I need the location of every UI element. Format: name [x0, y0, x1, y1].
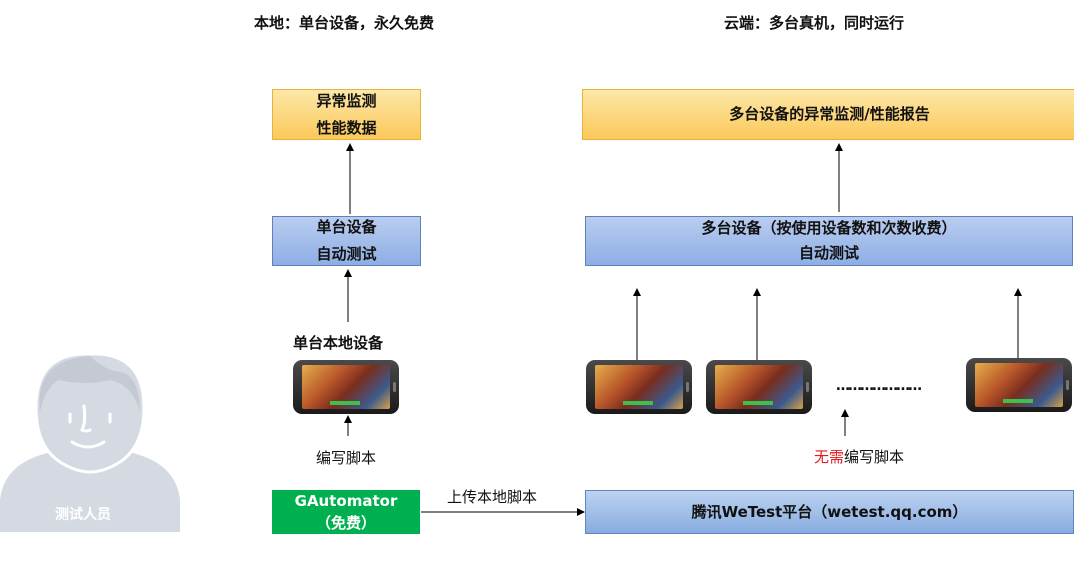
more-devices-ellipsis: …………………	[836, 378, 922, 394]
local-device-label: 单台本地设备	[293, 334, 384, 352]
local-heading: 本地：单台设备，永久免费	[254, 14, 435, 32]
wetest-platform-box: 腾讯WeTest平台（wetest.qq.com）	[585, 490, 1074, 534]
cloud-test-line2: 自动测试	[798, 244, 859, 262]
cloud-phone-3	[966, 358, 1072, 412]
gautomator-free: （免费）	[315, 514, 376, 532]
cloud-report-text: 多台设备的异常监测/性能报告	[729, 105, 930, 123]
cloud-phone-2	[706, 360, 812, 414]
local-phone-image	[293, 360, 399, 414]
cloud-phone-1	[586, 360, 692, 414]
cloud-test-line1: 多台设备（按使用设备数和次数收费）	[701, 219, 957, 237]
wetest-platform-text: 腾讯WeTest平台（wetest.qq.com）	[691, 502, 968, 521]
local-report-line1: 异常监测	[316, 91, 377, 110]
cloud-test-box: 多台设备（按使用设备数和次数收费） 自动测试	[585, 216, 1073, 266]
gautomator-name: GAutomator	[294, 492, 398, 510]
cloud-heading: 云端：多台真机，同时运行	[724, 14, 905, 32]
person-icon	[0, 352, 180, 532]
local-report-line2: 性能数据	[316, 118, 377, 137]
cloud-write-script-text: 编写脚本	[844, 448, 905, 466]
local-write-script-label: 编写脚本	[316, 449, 377, 467]
tester-avatar: 测试人员	[0, 350, 180, 532]
gautomator-box: GAutomator （免费）	[272, 490, 420, 534]
local-test-box: 单台设备 自动测试	[272, 216, 421, 266]
no-need-text: 无需	[814, 448, 845, 466]
no-script-label: 无需编写脚本	[814, 446, 904, 467]
local-test-line1: 单台设备	[316, 218, 377, 236]
tester-label: 测试人员	[55, 507, 111, 523]
local-report-box: 异常监测 性能数据	[272, 89, 421, 140]
local-test-line2: 自动测试	[316, 245, 377, 263]
cloud-report-box: 多台设备的异常监测/性能报告	[582, 89, 1074, 140]
upload-label: 上传本地脚本	[447, 488, 538, 506]
